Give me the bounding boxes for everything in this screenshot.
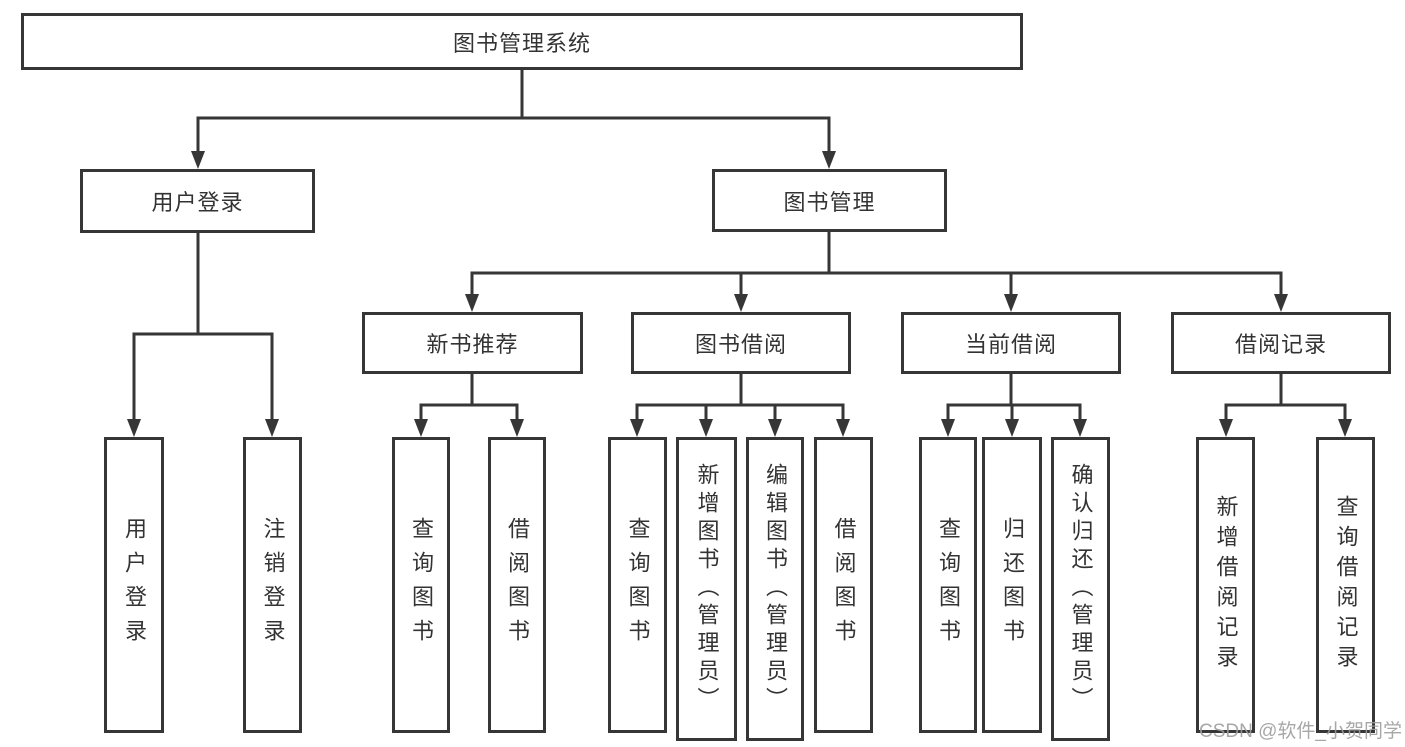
node-root-library-system: 图书管理系统 — [21, 13, 1023, 70]
leaf-add-borrow-record: 新增借阅记录 — [1196, 437, 1255, 733]
connector-borrow-records — [1224, 374, 1347, 420]
arrowheads-book-borrow — [630, 419, 850, 437]
leaf-current-query-books-label: 查询图书 — [936, 517, 961, 653]
connector-new-book-rec — [419, 374, 519, 420]
leaf-edit-books-admin-label: 编辑图书（管理员） — [763, 463, 788, 715]
leaf-current-query-books: 查询图书 — [919, 437, 977, 733]
arrowheads-borrow-records — [1219, 419, 1352, 437]
leaf-add-books-admin-label: 新增图书（管理员） — [694, 463, 720, 715]
node-book-borrow: 图书借阅 — [631, 312, 851, 374]
leaf-confirm-return-admin-label: 确认归还（管理员） — [1068, 463, 1094, 715]
arrowheads-current-borrow — [941, 419, 1087, 437]
leaf-return-books: 归还图书 — [982, 437, 1042, 733]
leaf-user-login-label: 用户登录 — [122, 517, 147, 653]
connector-current-borrow — [946, 374, 1082, 420]
node-user-login-branch: 用户登录 — [80, 169, 315, 233]
arrowheads-level3 — [465, 294, 1288, 312]
leaf-query-borrow-record: 查询借阅记录 — [1316, 437, 1375, 733]
arrowheads-new-book-rec — [414, 419, 524, 437]
leaf-confirm-return-admin: 确认归还（管理员） — [1051, 437, 1110, 741]
leaf-query-borrow-record-label: 查询借阅记录 — [1333, 495, 1359, 675]
leaf-rec-borrow-books-label: 借阅图书 — [505, 517, 530, 653]
leaf-logout-label: 注销登录 — [260, 517, 286, 653]
csdn-watermark: CSDN @软件_小贺同学 — [1199, 721, 1402, 742]
node-book-borrow-label: 图书借阅 — [694, 332, 787, 357]
leaf-rec-borrow-books: 借阅图书 — [488, 437, 546, 733]
node-current-borrow-label: 当前借阅 — [964, 332, 1057, 357]
leaf-return-books-label: 归还图书 — [1000, 517, 1025, 653]
node-new-book-rec-label: 新书推荐 — [426, 332, 519, 357]
arrowheads-level2 — [191, 151, 836, 169]
leaf-logout: 注销登录 — [243, 437, 302, 733]
node-current-borrow: 当前借阅 — [901, 312, 1121, 374]
connector-book-borrow — [635, 374, 845, 420]
leaf-edit-books-admin: 编辑图书（管理员） — [746, 437, 804, 741]
connector-root-branch — [196, 70, 831, 152]
node-user-login-branch-label: 用户登录 — [151, 190, 244, 215]
node-borrow-records-label: 借阅记录 — [1234, 332, 1327, 357]
node-book-mgmt-branch-label: 图书管理 — [783, 189, 876, 215]
node-new-book-rec: 新书推荐 — [362, 312, 583, 374]
leaf-rec-query-books: 查询图书 — [392, 437, 450, 733]
connector-book-mgmt-branch — [470, 232, 1283, 296]
leaf-user-login: 用户登录 — [104, 437, 164, 733]
leaf-borrow-books: 借阅图书 — [814, 437, 873, 733]
leaf-add-books-admin: 新增图书（管理员） — [676, 437, 737, 741]
leaf-borrow-query-books-label: 查询图书 — [625, 517, 651, 653]
leaf-borrow-query-books: 查询图书 — [608, 437, 667, 733]
node-root-label: 图书管理系统 — [452, 30, 591, 56]
node-borrow-records: 借阅记录 — [1171, 312, 1391, 374]
leaf-add-borrow-record-label: 新增借阅记录 — [1213, 495, 1239, 675]
connector-user-login-branch — [132, 233, 274, 420]
arrowheads-user-login — [127, 419, 279, 437]
node-book-mgmt-branch: 图书管理 — [712, 169, 947, 232]
leaf-borrow-books-label: 借阅图书 — [831, 517, 857, 653]
leaf-rec-query-books-label: 查询图书 — [409, 517, 434, 653]
